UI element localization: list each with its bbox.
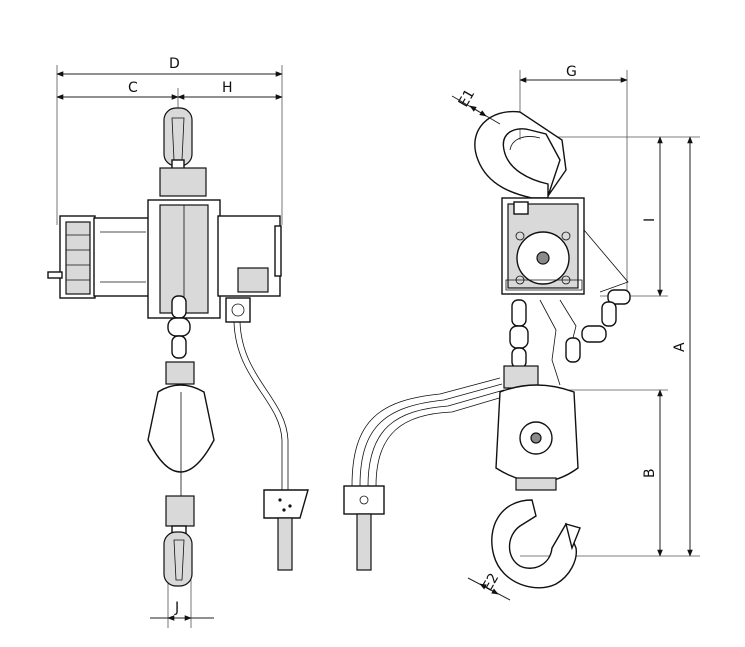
side-view: G E1 E2 I A B <box>343 64 700 601</box>
side-bottom-block <box>495 365 579 491</box>
label-g: G <box>566 64 577 80</box>
side-top-frame <box>501 197 629 295</box>
side-bottom-hook <box>491 499 581 589</box>
front-top-hook <box>163 107 193 173</box>
label-b: B <box>642 468 658 478</box>
front-view: D C H J <box>47 56 309 628</box>
side-hoses <box>351 377 507 487</box>
front-pendant <box>263 489 309 571</box>
side-pendant <box>343 485 385 571</box>
front-bottom-block <box>147 361 215 527</box>
front-hose <box>233 321 283 490</box>
label-e2: E2 <box>480 571 503 594</box>
front-load-chain <box>167 295 191 359</box>
front-valve-box <box>225 297 251 323</box>
front-bottom-hook <box>163 525 193 587</box>
label-c: C <box>128 80 138 96</box>
label-d: D <box>169 56 180 72</box>
label-e1: E1 <box>456 87 479 110</box>
label-i: I <box>642 218 658 222</box>
side-top-hook <box>474 110 567 199</box>
front-top-bracket <box>159 167 207 197</box>
label-j: J <box>174 600 179 616</box>
label-h: H <box>222 80 233 96</box>
side-chains <box>509 289 631 386</box>
label-a: A <box>672 342 688 352</box>
